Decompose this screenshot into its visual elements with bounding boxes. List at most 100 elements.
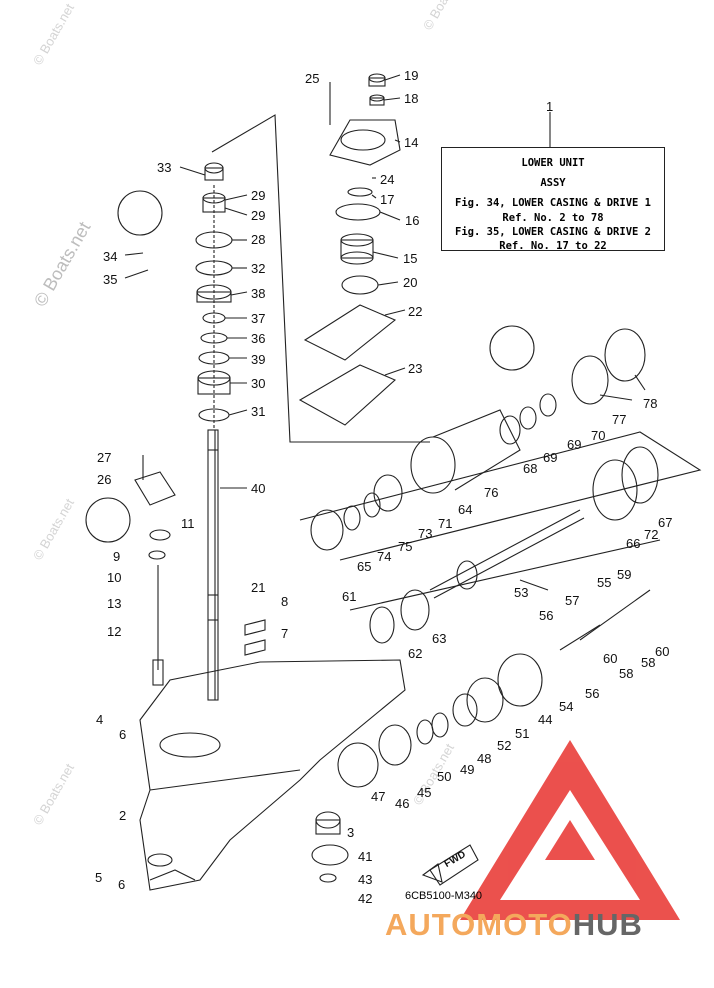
- info-line: Fig. 35, LOWER CASING & DRIVE 2: [455, 225, 651, 238]
- callout-label: 74: [377, 549, 392, 564]
- callout-label: 48: [477, 751, 492, 766]
- fwd-arrow-icon: [421, 844, 479, 886]
- callout-label: 40: [251, 481, 266, 496]
- callout-label: 21: [251, 580, 266, 595]
- callout-label: 29: [251, 208, 266, 223]
- callout-label: 22: [408, 304, 423, 319]
- callout-label: 64: [458, 502, 473, 517]
- info-line: Ref. No. 2 to 78: [502, 211, 604, 224]
- shift-rod-parts: [134, 455, 266, 686]
- callout-label: 38: [251, 286, 266, 301]
- callout-1: 1: [546, 99, 554, 114]
- callout-label: 51: [515, 726, 530, 741]
- callout-label: 72: [644, 527, 659, 542]
- callout-label: 54: [559, 699, 574, 714]
- callout-label: 44: [538, 712, 553, 727]
- callout-label: 15: [403, 251, 418, 266]
- brand-wordmark: AUTOMOTOHUB: [385, 907, 643, 943]
- callout-label: 9: [113, 549, 121, 564]
- assembly-guide-line: [349, 539, 661, 611]
- callout-label: 8: [281, 594, 289, 609]
- info-line: ASSY: [540, 177, 566, 190]
- inset-detail-circle: [489, 325, 535, 371]
- drive-shaft: [207, 429, 219, 701]
- callout-label: 66: [626, 536, 641, 551]
- callout-label: 56: [585, 686, 600, 701]
- callout-label: 31: [251, 404, 266, 419]
- assembly-guide-line: [211, 114, 430, 443]
- callout-label: 34: [103, 249, 118, 264]
- callout-label: 69: [543, 450, 558, 465]
- propeller-shaft-assembly: [310, 328, 659, 883]
- callout-label: 68: [523, 461, 538, 476]
- brand-part: HUB: [572, 907, 643, 942]
- callout-label: 12: [107, 624, 122, 639]
- callout-label: 35: [103, 272, 118, 287]
- callout-label: 6: [118, 877, 126, 892]
- callout-label: 45: [417, 785, 432, 800]
- callout-label: 65: [357, 559, 372, 574]
- callout-label: 77: [612, 412, 627, 427]
- callout-label: 37: [251, 311, 266, 326]
- callout-label: 19: [404, 68, 419, 83]
- leader-lines: [124, 74, 646, 591]
- info-line: Fig. 34, LOWER CASING & DRIVE 1: [455, 197, 651, 210]
- callout-label: 29: [251, 188, 266, 203]
- callout-label: 67: [658, 515, 673, 530]
- callout-label: 25: [305, 71, 320, 86]
- callout-label: 20: [403, 275, 418, 290]
- callout-label: 76: [484, 485, 499, 500]
- inset-detail-circle: [85, 497, 131, 543]
- callout-label: 6: [119, 727, 127, 742]
- callout-label: 17: [380, 192, 395, 207]
- callout-label: 52: [497, 738, 512, 753]
- callout-label: 28: [251, 232, 266, 247]
- callout-label: 60: [603, 651, 618, 666]
- callout-label: 75: [398, 539, 413, 554]
- callout-label: 16: [405, 213, 420, 228]
- callout-label: 18: [404, 91, 419, 106]
- callout-label: 4: [96, 712, 104, 727]
- callout-label: 69: [567, 437, 582, 452]
- lower-casing: [139, 659, 406, 891]
- callout-label: 3: [347, 825, 355, 840]
- callout-label: 55: [597, 575, 612, 590]
- callout-label: 58: [641, 655, 656, 670]
- callout-label: 63: [432, 631, 447, 646]
- callout-label: 78: [643, 396, 658, 411]
- callout-label: 7: [281, 626, 289, 641]
- callout-label: 13: [107, 596, 122, 611]
- brand-part: AUTO: [385, 907, 477, 942]
- callout-label: 61: [342, 589, 357, 604]
- callout-label: 43: [358, 872, 373, 887]
- inset-detail-circle: [117, 190, 163, 236]
- callout-label: 70: [591, 428, 606, 443]
- water-pump-stack: [298, 73, 401, 426]
- callout-label: 14: [404, 135, 419, 150]
- info-box: LOWER UNIT ASSY Fig. 34, LOWER CASING & …: [441, 147, 665, 252]
- callout-label: 5: [95, 870, 103, 885]
- assembly-guide-line: [299, 431, 702, 561]
- callout-label: 71: [438, 516, 453, 531]
- callout-label: 58: [619, 666, 634, 681]
- callout-label: 46: [395, 796, 410, 811]
- callout-label: 62: [408, 646, 423, 661]
- callout-label: 33: [157, 160, 172, 175]
- callout-label: 2: [119, 808, 127, 823]
- callout-label: 47: [371, 789, 386, 804]
- callout-label: 49: [460, 762, 475, 777]
- callout-label: 50: [437, 769, 452, 784]
- callout-label: 10: [107, 570, 122, 585]
- autmotohub-logo-mark: [460, 740, 680, 920]
- callout-label: 57: [565, 593, 580, 608]
- callout-label: 30: [251, 376, 266, 391]
- callout-label: 41: [358, 849, 373, 864]
- callout-label: 27: [97, 450, 112, 465]
- callout-label: 39: [251, 352, 266, 367]
- callout-label: 73: [418, 526, 433, 541]
- callout-label: 11: [181, 516, 195, 531]
- brand-part: MOTO: [476, 907, 573, 942]
- callout-label: 36: [251, 331, 266, 346]
- diagram-code: 6CB5100-M340: [405, 890, 483, 902]
